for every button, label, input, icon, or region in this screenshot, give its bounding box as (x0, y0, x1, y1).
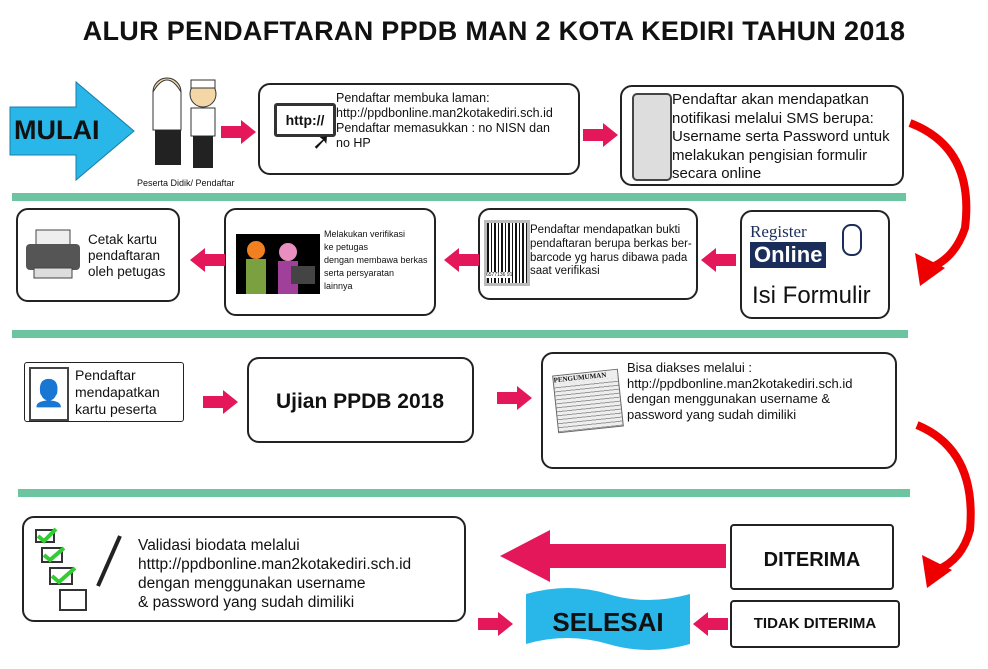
checklist-icon (35, 527, 122, 611)
start-arrow (9, 80, 135, 182)
arrow-right-icon (203, 390, 238, 414)
step-text: Pendaftar mendapatkan kartu peserta (75, 367, 160, 417)
barcode-number: 6577136 91 (486, 272, 513, 278)
step-print-card: Cetak kartu pendaftaran oleh petugas (16, 208, 180, 302)
divider-bar (18, 489, 910, 497)
curved-arrow-down-icon (908, 119, 971, 286)
rejected-label: TIDAK DITERIMA (753, 615, 877, 632)
arrow-right-icon (497, 386, 532, 410)
step-participant-card: 👤 Pendaftar mendapatkan kartu peserta (24, 362, 184, 422)
cursor-icon: ➚ (312, 129, 331, 154)
logo-text: Register (750, 222, 807, 241)
step-text: dengan menggunakan username (138, 575, 366, 592)
students-illustration (152, 77, 217, 168)
step-text: Pendaftar mendapatkan bukti pendaftaran … (530, 224, 692, 278)
step-exam: Ujian PPDB 2018 (247, 357, 474, 443)
arrow-left-icon (190, 248, 225, 272)
accepted-label: DITERIMA (763, 549, 861, 571)
website-url: http://ppdbonline.man2kotakediri.sch.id (336, 106, 553, 120)
end-label: SELESAI (552, 607, 664, 637)
step-announcement: PENGUMUMAN Bisa diakses melalui : http:/… (541, 352, 897, 469)
step-validation: Validasi biodata melalui htttp://ppdbonl… (22, 516, 466, 622)
accepted-box: DITERIMA (730, 524, 894, 590)
step-text: no HP (336, 136, 371, 150)
phone-icon (632, 93, 672, 181)
step-open-website: http:// ➚ Pendaftar membuka laman: http:… (258, 83, 580, 175)
id-card-icon: 👤 (29, 367, 69, 421)
newspaper-icon: PENGUMUMAN (552, 368, 624, 434)
newspaper-title: PENGUMUMAN (553, 369, 618, 385)
step-text: lainnya (324, 281, 353, 291)
step-text: & password yang sudah dimiliki (138, 594, 355, 611)
mouse-icon (842, 224, 862, 256)
step-text: dengan menggunakan username & (627, 391, 831, 407)
curved-arrow-down-icon (915, 421, 975, 588)
arrow-right-icon (221, 120, 256, 144)
participant-caption: Peserta Didik/ Pendaftar (137, 178, 235, 188)
http-browser-icon: http:// (274, 103, 336, 137)
divider-bar (12, 330, 908, 338)
step-label: Isi Formulir (752, 282, 871, 309)
step-text: Pendaftar membuka laman: (336, 91, 490, 105)
step-text: password yang sudah dimiliki (627, 406, 797, 422)
logo-text: Online (750, 242, 827, 268)
step-text: Cetak kartu pendaftaran oleh petugas (88, 232, 166, 280)
step-text: Pendaftar memasukkan : no NISN dan (336, 121, 551, 135)
step-text: Melakukan verifikasi (324, 229, 406, 239)
arrow-right-icon (478, 612, 513, 636)
step-label: Ujian PPDB 2018 (275, 390, 445, 413)
officers-illustration (236, 234, 320, 294)
step-barcode-receipt: 6577136 91 Pendaftar mendapatkan bukti p… (478, 208, 698, 300)
page-title: ALUR PENDAFTARAN PPDB MAN 2 KOTA KEDIRI … (82, 16, 906, 46)
step-sms-notification: Pendaftar akan mendapatkan notifikasi me… (620, 85, 904, 186)
step-text: Pendaftar akan mendapatkan notifikasi me… (672, 91, 890, 182)
step-fill-form: Register Online Isi Formulir (740, 210, 890, 319)
step-text: Bisa diakses melalui : (627, 360, 752, 375)
divider-bar (12, 193, 906, 201)
step-verification: Melakukan verifikasi ke petugas dengan m… (224, 208, 436, 316)
step-text: Validasi biodata melalui (138, 537, 300, 554)
website-url: htttp://ppdbonline.man2kotakediri.sch.id (138, 556, 412, 573)
printer-icon (26, 229, 80, 279)
end-banner (526, 588, 690, 650)
website-url: http://ppdbonline.man2kotakediri.sch.id (627, 375, 853, 391)
rejected-box: TIDAK DITERIMA (730, 600, 900, 648)
step-text: dengan membawa berkas (324, 255, 428, 265)
start-label: MULAI (14, 115, 100, 145)
big-arrow-left-icon (500, 530, 726, 582)
step-text: serta persyaratan (324, 268, 395, 278)
arrow-left-icon (444, 248, 479, 272)
arrow-left-icon (701, 248, 736, 272)
arrow-left-icon (693, 612, 728, 636)
step-text: ke petugas (324, 242, 369, 252)
arrow-right-icon (583, 123, 618, 147)
